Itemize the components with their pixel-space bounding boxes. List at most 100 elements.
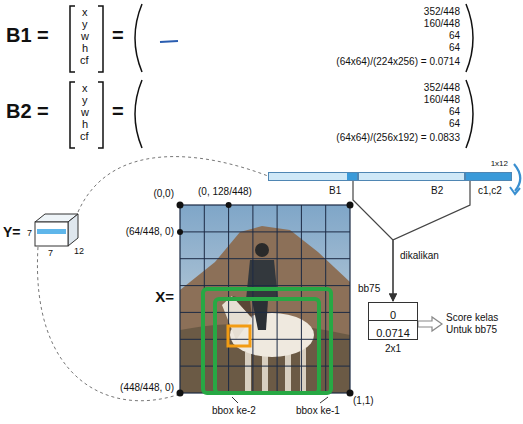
- label-holder: X=: [155, 288, 174, 305]
- corner-dot: [177, 390, 184, 397]
- curved-arrow: [514, 164, 520, 191]
- cube-cell: [37, 229, 66, 234]
- label-holder: 160/448: [424, 18, 460, 30]
- vector-bracket: [98, 82, 103, 148]
- dimension-label: 1x12: [491, 159, 508, 168]
- label-holder: w: [81, 30, 89, 43]
- vector-value: 352/448: [424, 6, 460, 18]
- horse-leg: [285, 350, 291, 393]
- label-holder: dikalikan: [400, 250, 439, 262]
- coordinate-label: (1,1): [353, 395, 374, 407]
- equation-label: B2 =: [6, 100, 49, 123]
- label-holder: (64x64)/(256x192) = 0.0833: [336, 132, 460, 144]
- dashed-guide: [78, 157, 268, 212]
- corner-dot: [347, 202, 354, 209]
- label-holder: y: [82, 18, 88, 31]
- vector-component: h: [82, 118, 88, 131]
- vector-segment: B2: [358, 172, 465, 181]
- bounding-box: [203, 289, 331, 393]
- dimension-label: 12: [74, 246, 84, 256]
- vector-component: w: [81, 106, 89, 119]
- cube-side: [68, 214, 78, 246]
- grid-border: [180, 205, 350, 393]
- coordinate-label: (448/448, 0): [120, 382, 174, 394]
- label-holder: =: [112, 24, 124, 47]
- confidence-formula: (64x64)/(224x256) = 0.0714: [336, 56, 460, 68]
- vector-value: 160/448: [424, 18, 460, 30]
- box-name: bb75: [358, 283, 380, 295]
- score-cell: 0.0714: [369, 321, 417, 339]
- vector-label: B1: [329, 185, 341, 197]
- bbox-label: bbox ke-2: [212, 405, 256, 417]
- label-holder: bbox ke-2: [212, 405, 256, 417]
- grid-cell-highlight: [228, 326, 250, 346]
- confidence-formula: (64x64)/(256x192) = 0.0833: [336, 132, 460, 144]
- vector-value: 160/448: [424, 94, 460, 106]
- dimension-label: 7: [27, 228, 32, 238]
- confidence-cell: [347, 173, 357, 180]
- vector-bracket: [70, 82, 75, 148]
- vector-label: 2x1: [369, 343, 417, 355]
- label-holder: 64: [449, 42, 460, 54]
- score-cell: 0: [369, 303, 417, 321]
- photo-sky: [180, 205, 350, 393]
- vector-label: c1,c2: [478, 185, 502, 197]
- label-holder: B2 =: [6, 100, 49, 123]
- cube-front: [35, 222, 68, 246]
- label-holder: (448/448, 0): [120, 382, 174, 394]
- vector-component: y: [82, 94, 88, 107]
- coordinate-label: (64/448, 0): [126, 226, 174, 238]
- label-holder: B1 =: [6, 24, 49, 47]
- rider-head: [255, 243, 269, 257]
- label-holder: 7: [48, 248, 53, 258]
- curved-arrow-head: [510, 187, 520, 194]
- label-holder: 352/448: [424, 6, 460, 18]
- equation-label: B1 =: [6, 24, 49, 47]
- corner-dot: [177, 202, 184, 209]
- label-holder: 64: [449, 106, 460, 118]
- vector-component: y: [82, 18, 88, 31]
- label-holder: (64x64)/(224x256) = 0.0714: [336, 56, 460, 68]
- score-vector: 2x100.0714: [368, 302, 418, 340]
- operation-label: dikalikan: [400, 250, 439, 262]
- cell-value: 0: [390, 309, 396, 322]
- label-holder: Y=: [3, 224, 21, 240]
- label-holder: 64: [449, 30, 460, 42]
- label-holder: =: [112, 100, 124, 123]
- coordinate-label: (0,0): [153, 188, 174, 200]
- label-holder: bb75: [358, 283, 380, 295]
- parenthesis: [466, 4, 473, 72]
- label-holder: x: [82, 82, 88, 95]
- vector-segment: c1,c2: [465, 172, 512, 181]
- label-holder: x: [82, 6, 88, 19]
- vector-value: 64: [449, 118, 460, 130]
- vector-component: cf: [80, 54, 89, 67]
- image-label: X=: [155, 288, 174, 305]
- vector-value: 352/448: [424, 82, 460, 94]
- leader-line: [320, 397, 328, 403]
- vector-bracket: [98, 6, 103, 72]
- mountain: [180, 226, 350, 393]
- bbox-label: bbox ke-1: [296, 405, 340, 417]
- parenthesis: [135, 80, 142, 148]
- label-holder: 352/448: [424, 82, 460, 94]
- horse-leg: [245, 352, 251, 393]
- label-holder: 64: [449, 118, 460, 130]
- label-holder: cf: [80, 54, 89, 67]
- equals-sign: =: [112, 24, 124, 47]
- label-holder: 160/448: [424, 94, 460, 106]
- note-text: Score kelas Untuk bb75: [446, 312, 518, 335]
- hollow-arrow: [418, 317, 442, 331]
- label-holder: h: [82, 118, 88, 131]
- label-holder: bbox ke-1: [296, 405, 340, 417]
- vector-component: h: [82, 42, 88, 55]
- vector-bracket: [70, 6, 75, 72]
- dashed-guide: [37, 247, 180, 401]
- grid-lines: [180, 205, 350, 393]
- label-holder: 1x12: [491, 159, 508, 168]
- parenthesis: [135, 4, 142, 72]
- vector-component: x: [82, 6, 88, 19]
- parenthesis: [466, 80, 473, 148]
- vector-value: 64: [449, 42, 460, 54]
